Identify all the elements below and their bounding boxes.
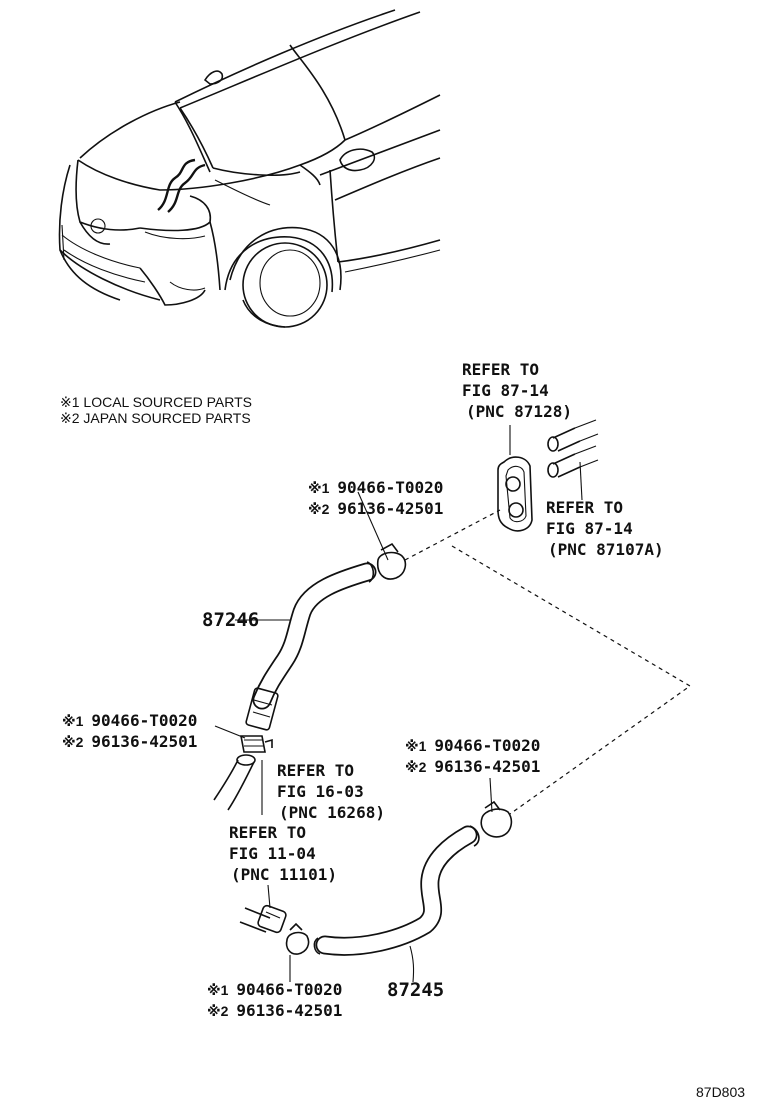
ref-top-line3: (PNC 87128): [466, 402, 572, 421]
ref-low-line2: FIG 11-04: [229, 844, 316, 863]
figure-code: 87D803: [696, 1084, 745, 1100]
leader-ref-low: [267, 884, 271, 909]
ref-mid-line1: REFER TO: [277, 761, 354, 780]
leader-hose-lower: [409, 945, 415, 983]
leader-clamp-left: [214, 725, 246, 739]
ref-mid: REFER TO FIG 16-03 (PNC 16268): [277, 761, 385, 822]
ref-right-line2: FIG 87-14: [546, 519, 633, 538]
grommet: [497, 456, 533, 532]
pipe-mid: [213, 754, 256, 811]
ref-right: REFER TO FIG 87-14 (PNC 87107A): [546, 498, 664, 559]
ref-right-line3: (PNC 87107A): [548, 540, 664, 559]
ref-top-line2: FIG 87-14: [462, 381, 549, 400]
car-illustration: [58, 9, 441, 328]
ref-mid-line2: FIG 16-03: [277, 782, 364, 801]
clamp-left: [240, 735, 273, 753]
ref-low: REFER TO FIG 11-04 (PNC 11101): [229, 823, 337, 884]
ref-top-line1: REFER TO: [462, 360, 539, 379]
hose-upper-number: 87246: [202, 609, 259, 631]
dash-top-clamp: [404, 509, 501, 561]
legend-local-sourced: ※1 LOCAL SOURCED PARTS: [60, 394, 252, 410]
hose-lower: [313, 825, 480, 956]
pipes-right: [547, 419, 599, 501]
hose-lower-number: 87245: [387, 979, 444, 1001]
leader-clamp-top: [357, 491, 389, 561]
ref-low-line1: REFER TO: [229, 823, 306, 842]
clamp-bottom: [285, 922, 310, 955]
pipe-low: [239, 904, 287, 934]
clamp-top: [376, 542, 407, 580]
clamp-right: [480, 800, 513, 838]
ref-mid-line3: (PNC 16268): [279, 803, 385, 822]
ref-right-line1: REFER TO: [546, 498, 623, 517]
legend-japan-sourced: ※2 JAPAN SOURCED PARTS: [60, 410, 251, 426]
leader-clamp-right: [489, 777, 493, 813]
hose-upper: [245, 561, 377, 731]
ref-top: REFER TO FIG 87-14 (PNC 87128): [462, 360, 572, 421]
ref-low-line3: (PNC 11101): [231, 865, 337, 884]
